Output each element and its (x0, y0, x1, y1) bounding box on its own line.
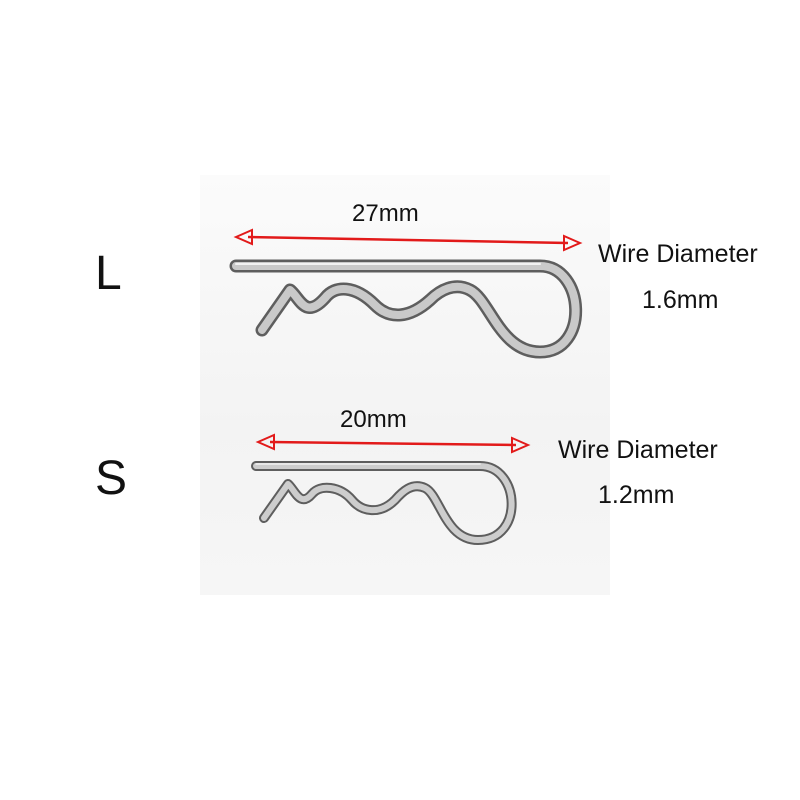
large-length-label: 27mm (352, 200, 419, 227)
small-length-arrow (255, 433, 531, 454)
small-length-label: 20mm (340, 406, 407, 433)
large-wire-diameter-value: 1.6mm (642, 286, 719, 314)
size-letter-small: S (95, 452, 128, 505)
small-r-clip-image (251, 461, 517, 545)
small-wire-diameter-value: 1.2mm (598, 481, 675, 509)
large-r-clip-image (229, 259, 583, 359)
product-photo-background (200, 175, 610, 595)
size-letter-large: L (95, 247, 122, 300)
small-wire-diameter-label: Wire Diameter (558, 436, 718, 464)
large-wire-diameter-label: Wire Diameter (598, 240, 758, 268)
large-length-arrow (233, 228, 583, 252)
